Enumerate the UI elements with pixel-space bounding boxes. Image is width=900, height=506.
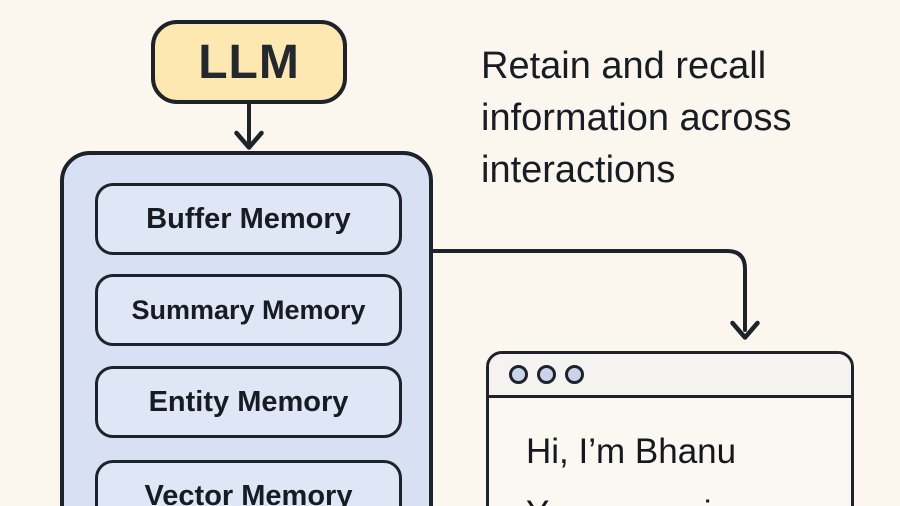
llm-node: LLM bbox=[151, 20, 347, 104]
memory-item-label: Buffer Memory bbox=[146, 202, 351, 235]
memory-item-vector: Vector Memory bbox=[95, 460, 402, 506]
chat-line-2: Your name is bbox=[526, 483, 851, 506]
window-titlebar bbox=[489, 354, 851, 398]
window-dot-icon bbox=[509, 365, 528, 384]
llm-label: LLM bbox=[198, 35, 300, 89]
chat-line-1: Hi, I’m Bhanu bbox=[526, 432, 737, 471]
chat-window: Hi, I’m Bhanu Your name is bbox=[486, 351, 854, 506]
memory-container: Buffer Memory Summary Memory Entity Memo… bbox=[60, 151, 433, 506]
memory-item-entity: Entity Memory bbox=[95, 366, 402, 438]
memory-item-summary: Summary Memory bbox=[95, 274, 402, 346]
window-dot-icon bbox=[537, 365, 556, 384]
arrow-memory-to-window bbox=[431, 249, 747, 332]
window-body: Hi, I’m Bhanu Your name is bbox=[489, 398, 851, 506]
caption-text: Retain and recall information across int… bbox=[481, 45, 792, 191]
memory-item-label: Entity Memory bbox=[148, 385, 349, 418]
memory-item-buffer: Buffer Memory bbox=[95, 183, 402, 255]
memory-item-label: Vector Memory bbox=[144, 479, 353, 506]
window-dot-icon bbox=[565, 365, 584, 384]
arrow-llm-to-memory-head-icon bbox=[234, 130, 264, 150]
memory-item-label: Summary Memory bbox=[131, 294, 366, 325]
arrow-memory-to-window-head-icon bbox=[730, 320, 760, 340]
